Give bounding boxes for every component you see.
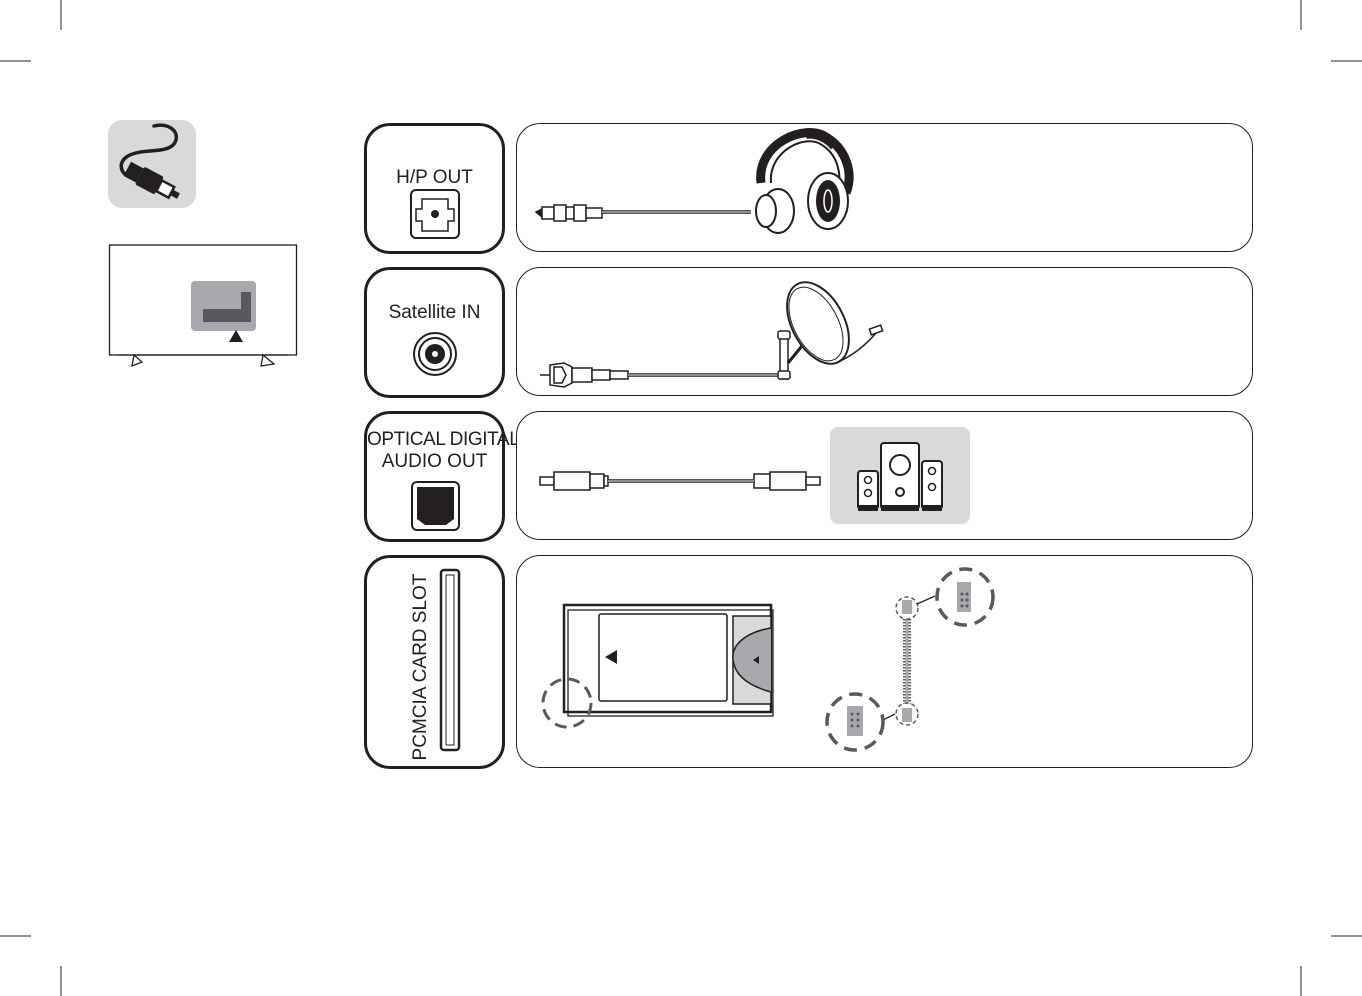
cable-plug-icon (108, 120, 196, 208)
port-label-satellite-in: Satellite IN (388, 302, 481, 323)
connection-optical-out-box (516, 411, 1253, 540)
headphones-icon (534, 128, 854, 234)
port-satellite-in-box: Satellite IN (364, 267, 505, 398)
port-label-optical-line1: OPTICAL DIGITAL (367, 429, 520, 450)
port-optical-out-box: OPTICAL DIGITAL AUDIO OUT (364, 411, 520, 542)
ci-module-card-icon (541, 603, 774, 729)
optical-jack-icon (411, 481, 460, 531)
speaker-system-icon (830, 427, 970, 524)
port-hp-out-box: H/P OUT (364, 123, 505, 254)
coax-jack-icon (413, 332, 457, 376)
port-label-hp-out: H/P OUT (396, 167, 473, 188)
optical-cable-icon (539, 471, 821, 491)
pcmcia-slot-icon (439, 568, 461, 752)
satellite-dish-icon (540, 281, 884, 388)
port-label-optical-line2: AUDIO OUT (381, 451, 488, 472)
ci-card-extension-icon (825, 567, 995, 752)
headphone-jack-icon (410, 189, 460, 239)
connection-hp-out-box (516, 123, 1253, 252)
connection-satellite-in-box (516, 267, 1253, 396)
port-pcmcia-box: PCMCIA CARD SLOT (364, 555, 505, 769)
connection-pcmcia-box (516, 555, 1253, 768)
tv-rear-panel-icon (108, 244, 298, 368)
